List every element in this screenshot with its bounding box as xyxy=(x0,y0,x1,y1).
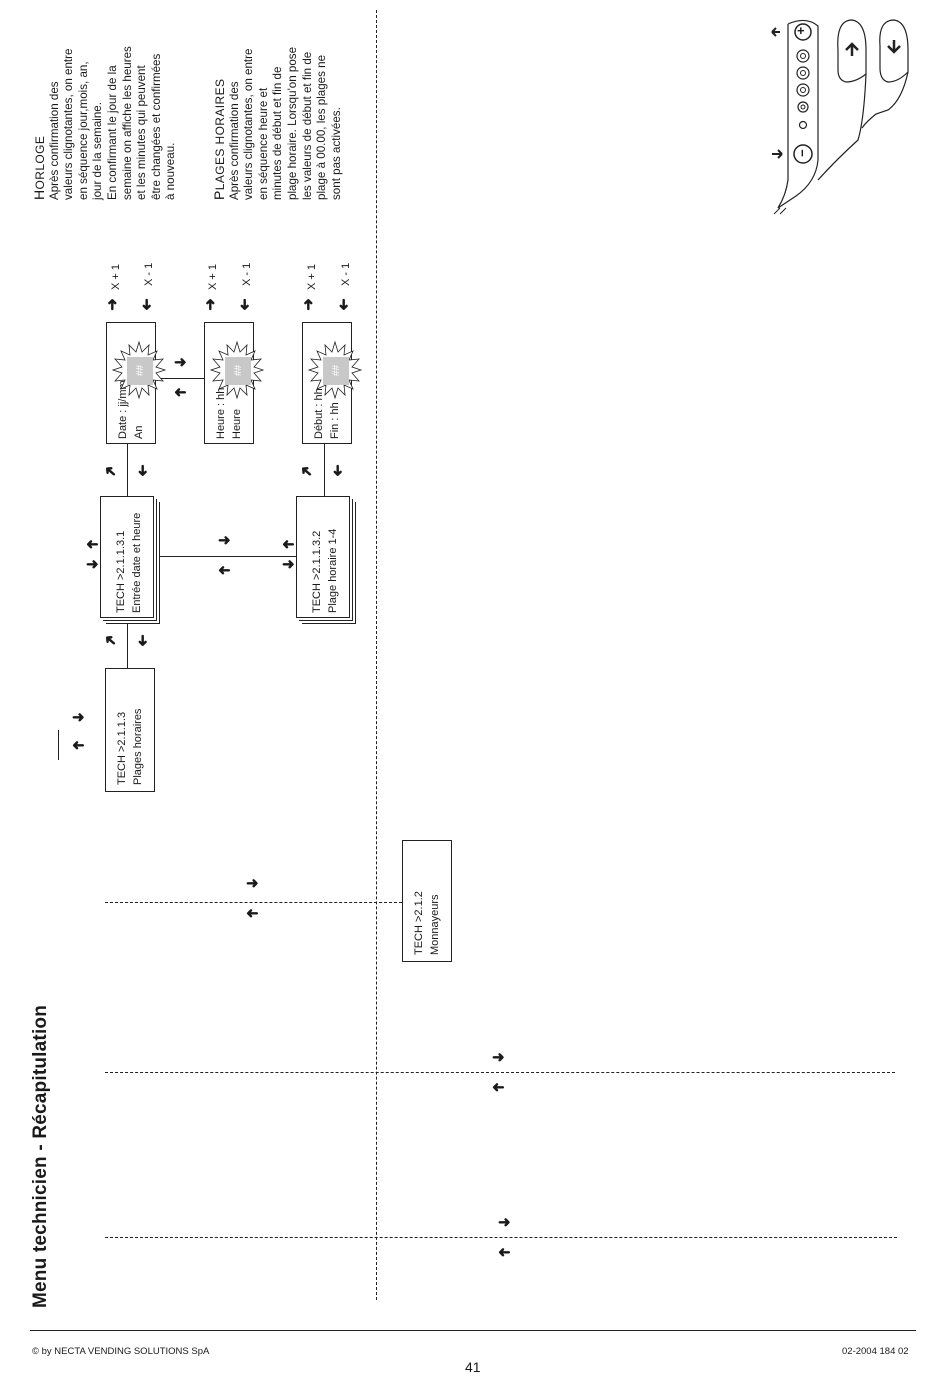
arrow-left-icon: ➜ xyxy=(498,1244,511,1261)
return-arrow-icon: ➜ xyxy=(100,629,121,652)
flash-symbol: ## xyxy=(135,364,146,376)
keypad-illustration: + − xyxy=(766,10,916,220)
arrow-up-icon: ➜ xyxy=(299,298,317,311)
arrow-up-icon: ➜ xyxy=(201,298,219,311)
page-number: 41 xyxy=(465,1359,481,1375)
menu-box-21132[interactable]: TECH >2.1.1.3.2 Plage horaire 1-4 xyxy=(296,496,350,618)
plages-line: Après confirmation des xyxy=(227,81,241,200)
plages-line: minutes de début et fin de xyxy=(271,66,285,200)
x-plus-label: X + 1 xyxy=(207,264,219,290)
box-line: TECH >2.1.1.3 xyxy=(116,711,128,785)
arrow-left-icon: ➜ xyxy=(86,536,99,553)
menu-box-212[interactable]: TECH >2.1.2 Monnayeurs xyxy=(402,840,452,962)
arrow-left-icon: ➜ xyxy=(72,737,85,754)
horloge-line: et les minutes qui peuvent xyxy=(135,65,149,200)
horloge-line: En confirmant le jour de la xyxy=(105,65,119,200)
flash-indicator-heure: ## xyxy=(209,340,265,400)
horloge-line: en séquence jour,mois, an, xyxy=(76,61,90,200)
connector-line xyxy=(127,442,128,498)
arrow-up-icon: ➜ xyxy=(103,298,121,311)
plages-line: plage horaire. Lorsqu'on pose xyxy=(285,46,299,200)
connector-line xyxy=(58,730,59,760)
menu-box-21131[interactable]: TECH >2.1.1.3.1 Entrée date et heure xyxy=(100,496,154,618)
flash-indicator-date: ## xyxy=(111,340,167,400)
horloge-line: être changées et confirmées xyxy=(149,53,163,200)
arrow-left-icon: ➜ xyxy=(282,536,295,553)
horloge-line: à nouveau. xyxy=(164,142,178,200)
horloge-line: valeurs clignotantes, on entre xyxy=(62,48,76,200)
arrow-down-icon: ➜ xyxy=(334,298,352,311)
connector-line xyxy=(155,378,205,379)
box-line: Monnayeurs xyxy=(429,894,441,955)
arrow-right-icon: ➜ xyxy=(498,1214,511,1231)
flash-symbol: ## xyxy=(233,364,244,376)
arrow-left-icon: ➜ xyxy=(246,905,259,922)
dashed-line-2 xyxy=(105,1072,895,1073)
connector-line xyxy=(324,442,325,498)
return-arrow-icon: ➜ xyxy=(296,460,317,483)
box-line: TECH >2.1.1.3.1 xyxy=(115,530,127,613)
arrow-right-icon: ➜ xyxy=(86,556,99,573)
arrow-left-icon: ➜ xyxy=(174,384,187,401)
box-line: Plages horaires xyxy=(132,708,144,785)
arrow-down-icon: ➜ xyxy=(235,298,253,311)
connector-line xyxy=(155,556,298,557)
plages-block: PLAGES HORAIRES Après confirmation des v… xyxy=(211,46,344,200)
plages-line: en séquence heure et xyxy=(256,87,270,200)
box-line: Plage horaire 1-4 xyxy=(327,528,339,613)
arrow-right-icon: ➜ xyxy=(218,532,231,549)
arrow-down-icon: ➜ xyxy=(133,634,151,647)
box-line: TECH >2.1.2 xyxy=(413,891,425,955)
plages-line: les valeurs de début et fin de xyxy=(300,51,314,200)
arrow-left-icon: ➜ xyxy=(492,1079,505,1096)
horloge-block: HORLOGE Après confirmation des valeurs c… xyxy=(31,46,179,200)
connector-line xyxy=(127,622,128,668)
arrow-right-icon: ➜ xyxy=(72,709,85,726)
horloge-heading: HORLOGE xyxy=(31,135,47,200)
plages-heading: PLAGES HORAIRES xyxy=(211,78,227,200)
footer-copyright: © by NECTA VENDING SOLUTIONS SpA xyxy=(32,1346,210,1357)
x-minus-label: X - 1 xyxy=(143,262,155,286)
horloge-line: jour de la semaine. xyxy=(91,102,105,200)
arrow-left-icon: ➜ xyxy=(218,562,231,579)
minus-key-icon: − xyxy=(794,149,810,157)
x-minus-label: X - 1 xyxy=(340,262,352,286)
footer-rule xyxy=(30,1330,916,1331)
arrow-down-icon: ➜ xyxy=(137,298,155,311)
horloge-line: Après confirmation des xyxy=(47,81,61,200)
plages-line: sont pas activées. xyxy=(329,107,343,200)
doc-code: 02-2004 184 02 xyxy=(842,1346,909,1357)
divider-vertical xyxy=(376,10,377,1300)
dashed-line-3 xyxy=(105,1237,897,1238)
horloge-line: semaine on affiche les heures xyxy=(120,46,134,200)
menu-box-2113[interactable]: TECH >2.1.1.3 Plages horaires xyxy=(105,668,155,792)
flash-symbol: ## xyxy=(331,364,342,376)
flash-indicator-debut: ## xyxy=(307,340,363,400)
box-line: TECH >2.1.1.3.2 xyxy=(311,530,323,613)
arrow-right-icon: ➜ xyxy=(246,875,259,892)
arrow-right-icon: ➜ xyxy=(282,556,295,573)
arrow-down-icon: ➜ xyxy=(328,464,346,477)
plages-line: plage à 00.00, les plages ne xyxy=(315,54,329,200)
page-title: Menu technicien - Récapitulation xyxy=(30,1004,51,1308)
arrow-right-icon: ➜ xyxy=(174,354,187,371)
plages-line: valeurs clignotantes, on entre xyxy=(242,48,256,200)
arrow-right-icon: ➜ xyxy=(492,1049,505,1066)
plus-key-icon: + xyxy=(797,23,805,38)
dashed-line-1 xyxy=(105,902,402,903)
return-arrow-icon: ➜ xyxy=(100,460,121,483)
x-minus-label: X - 1 xyxy=(241,262,253,286)
box-line: Entrée date et heure xyxy=(131,512,143,613)
x-plus-label: X + 1 xyxy=(306,264,318,290)
x-plus-label: X + 1 xyxy=(110,264,122,290)
arrow-down-icon: ➜ xyxy=(133,464,151,477)
